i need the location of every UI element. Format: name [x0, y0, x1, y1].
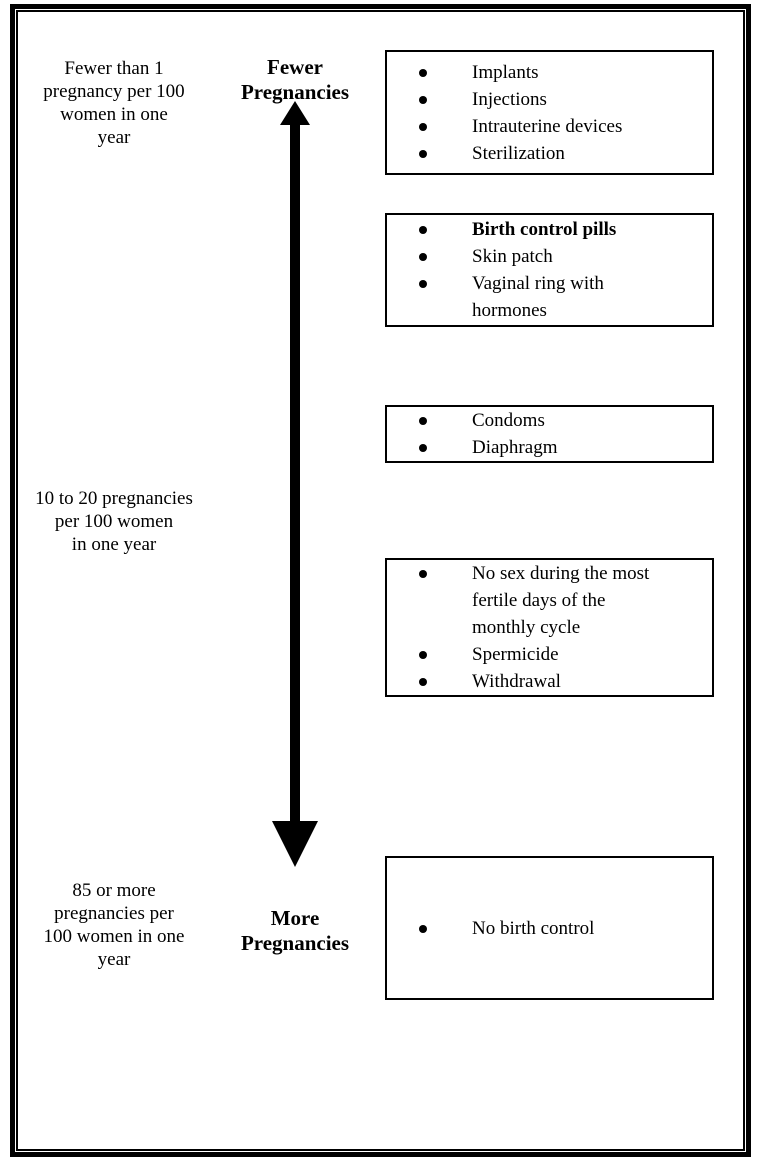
- list-item: Implants: [387, 59, 712, 86]
- method-label: No birth control: [472, 917, 595, 939]
- list-item: Diaphragm: [387, 434, 712, 461]
- bullet-icon: [419, 95, 427, 104]
- method-label: Injections: [472, 88, 547, 110]
- method-label: Implants: [472, 61, 539, 83]
- method-box-tier-2: Birth control pills Skin patch Vaginal r…: [385, 213, 714, 327]
- method-label: Vaginal ring with hormones: [472, 273, 604, 321]
- list-item: Condoms: [387, 407, 712, 434]
- list-item: No sex during the most fertile days of t…: [387, 560, 712, 641]
- scale-label-10-to-20: 10 to 20 pregnancies per 100 women in on…: [35, 488, 193, 555]
- method-label: No sex during the most fertile days of t…: [472, 563, 650, 638]
- list-item: Intrauterine devices: [387, 113, 712, 140]
- bullet-icon: [419, 417, 427, 425]
- list-item: Vaginal ring with hormones: [387, 270, 712, 324]
- method-label: Withdrawal: [472, 671, 561, 692]
- bullet-icon: [419, 253, 427, 261]
- method-label: Sterilization: [472, 142, 565, 164]
- axis-label-fewer-pregnancies: Fewer Pregnancies: [240, 55, 350, 104]
- bullet-icon: [419, 678, 427, 686]
- scale-label-fewer-than-1: Fewer than 1 pregnancy per 100 women in …: [43, 58, 185, 148]
- bullet-icon: [419, 68, 427, 77]
- method-box-tier-1: Implants Injections Intrauterine devices…: [385, 50, 714, 175]
- bullet-icon: [419, 924, 427, 933]
- list-item: No birth control: [387, 915, 712, 942]
- method-label: Birth control pills: [472, 219, 617, 240]
- bullet-icon: [419, 226, 427, 234]
- list-item: Birth control pills: [387, 216, 712, 243]
- arrow-up-icon: [280, 101, 310, 125]
- method-box-tier-4: No sex during the most fertile days of t…: [385, 558, 714, 697]
- method-label: Intrauterine devices: [472, 115, 623, 137]
- method-label: Skin patch: [472, 246, 553, 267]
- bullet-icon: [419, 444, 427, 452]
- list-item: Skin patch: [387, 243, 712, 270]
- bullet-icon: [419, 149, 427, 158]
- method-box-tier-5: No birth control: [385, 856, 714, 1000]
- list-item: Injections: [387, 86, 712, 113]
- bullet-icon: [419, 280, 427, 288]
- page-border: [10, 4, 751, 1157]
- bullet-icon: [419, 570, 427, 578]
- arrow-down-icon: [272, 821, 318, 867]
- axis-label-more-pregnancies: More Pregnancies: [240, 906, 350, 955]
- method-label: Diaphragm: [472, 437, 558, 458]
- arrow-shaft: [290, 123, 300, 822]
- page-border-inner-line: [16, 10, 745, 1151]
- method-label: Spermicide: [472, 644, 559, 665]
- bullet-icon: [419, 651, 427, 659]
- list-item: Spermicide: [387, 641, 712, 668]
- method-box-tier-3: Condoms Diaphragm: [385, 405, 714, 463]
- list-item: Sterilization: [387, 140, 712, 167]
- scale-label-85-or-more: 85 or more pregnancies per 100 women in …: [43, 880, 185, 970]
- list-item: Withdrawal: [387, 668, 712, 695]
- bullet-icon: [419, 122, 427, 131]
- method-label: Condoms: [472, 410, 545, 431]
